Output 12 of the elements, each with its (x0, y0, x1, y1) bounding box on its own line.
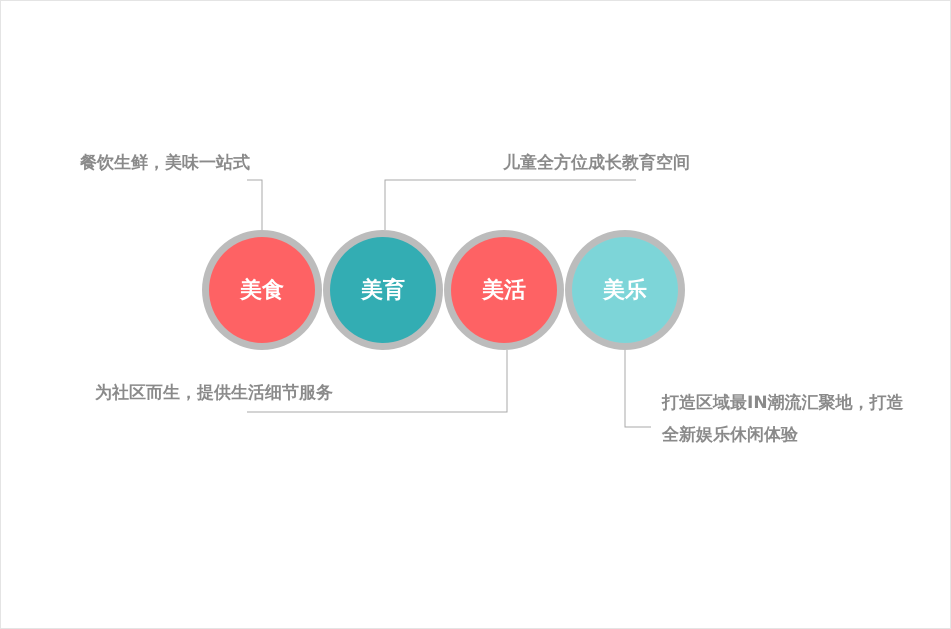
leader-line (246, 180, 262, 230)
caption-text: 餐饮生鲜，美味一站式 (80, 147, 300, 179)
leader-line (624, 350, 652, 428)
circle: 美活 (444, 230, 564, 350)
leader-line (246, 350, 508, 412)
circle: 美食 (202, 230, 322, 350)
leader-line (384, 180, 636, 230)
circle: 美乐 (565, 230, 685, 350)
caption-text: 儿童全方位成长教育空间 (503, 147, 743, 179)
circle: 美育 (323, 230, 443, 350)
caption-text: 为社区而生，提供生活细节服务 (95, 377, 395, 409)
caption-text: 打造区域最IN潮流汇聚地，打造全新娱乐休闲体验 (662, 387, 920, 451)
